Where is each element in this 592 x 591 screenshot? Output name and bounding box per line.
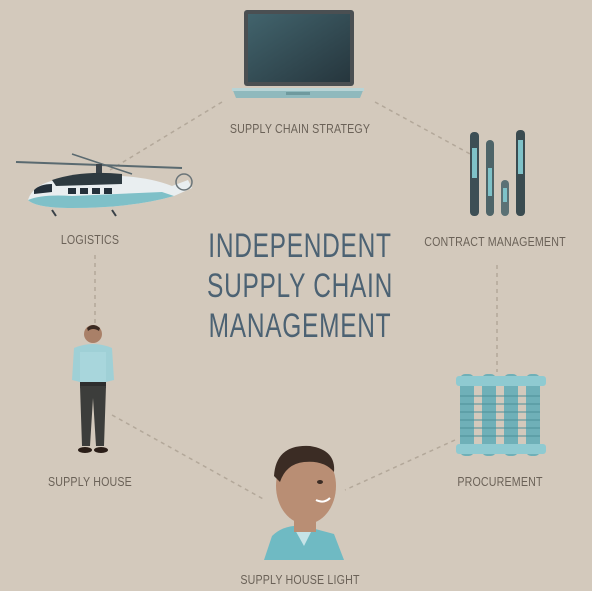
node-label-contract: CONTRACT MANAGEMENT bbox=[424, 234, 566, 249]
connector-strategy-contract bbox=[374, 101, 473, 156]
node-label-house-light: SUPPLY HOUSE LIGHT bbox=[240, 572, 360, 587]
center-title-line-2: SUPPLY CHAIN bbox=[207, 267, 393, 305]
pens-icon bbox=[470, 130, 525, 216]
center-title-line-1: INDEPENDENT bbox=[208, 227, 392, 265]
center-title-line-3: MANAGEMENT bbox=[208, 307, 392, 345]
bolts-icon bbox=[456, 374, 546, 456]
laptop-icon bbox=[232, 10, 364, 98]
standing-man-icon bbox=[72, 325, 114, 453]
node-label-logistics: LOGISTICS bbox=[60, 232, 120, 247]
center-title: INDEPENDENT SUPPLY CHAIN MANAGEMENT bbox=[192, 226, 408, 346]
node-label-house: SUPPLY HOUSE bbox=[48, 474, 132, 489]
node-label-strategy: SUPPLY CHAIN STRATEGY bbox=[229, 121, 371, 136]
helicopter-icon bbox=[15, 153, 193, 217]
node-label-procurement: PROCUREMENT bbox=[457, 474, 543, 489]
connector-procurement-houselight bbox=[344, 439, 456, 491]
connector-house-houselight bbox=[111, 414, 266, 501]
connector-strategy-logistics bbox=[109, 101, 223, 171]
man-portrait-icon bbox=[264, 445, 344, 560]
